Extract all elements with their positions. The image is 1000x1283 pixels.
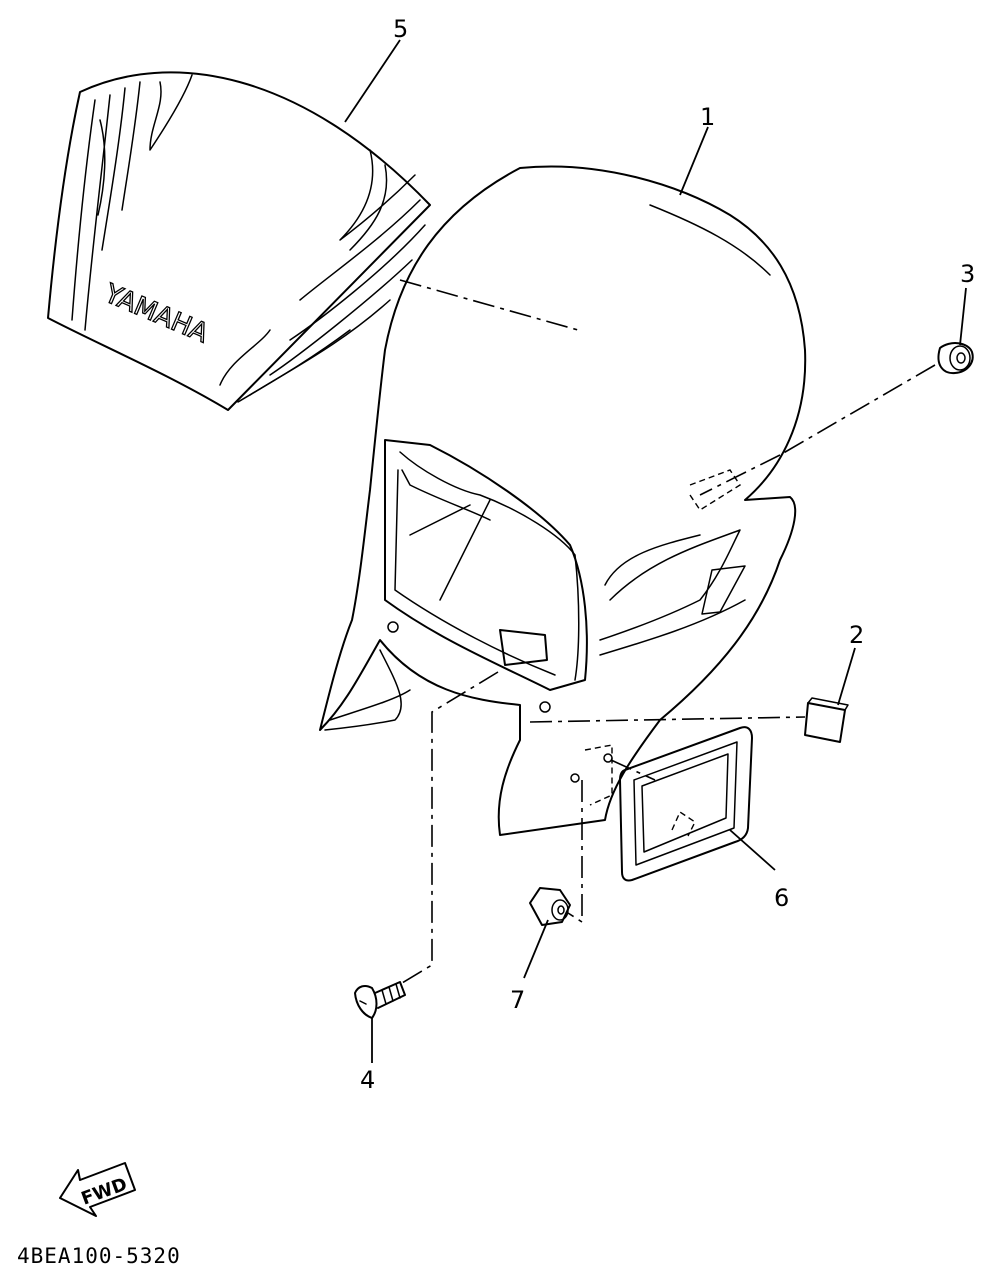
- callout-1: 1: [700, 103, 715, 131]
- callout-labels: 5 1 3 2 6 7 4: [360, 15, 975, 1094]
- callout-2: 2: [849, 621, 864, 649]
- fwd-arrow-icon: FWD: [59, 1162, 136, 1217]
- cowling-part-1: [319, 165, 807, 836]
- callout-7: 7: [510, 986, 525, 1014]
- callout-6: 6: [774, 884, 789, 912]
- assembly-lines: [399, 279, 936, 984]
- windscreen-part-5: YAMAHA: [47, 71, 431, 411]
- leader-lines: [344, 39, 967, 1063]
- yamaha-logo: YAMAHA: [99, 278, 212, 349]
- diagram-code: 4BEA100-5320: [17, 1244, 181, 1268]
- pad-part-2: [804, 697, 849, 743]
- screw-part-4: [354, 981, 406, 1019]
- fwd-label: FWD: [79, 1174, 130, 1210]
- emblem-part-6: [619, 726, 753, 882]
- callout-3: 3: [960, 260, 975, 288]
- grommet-part-3: [937, 342, 974, 375]
- nut-part-7: [529, 887, 571, 926]
- callout-5: 5: [393, 15, 408, 43]
- callout-4: 4: [360, 1066, 375, 1094]
